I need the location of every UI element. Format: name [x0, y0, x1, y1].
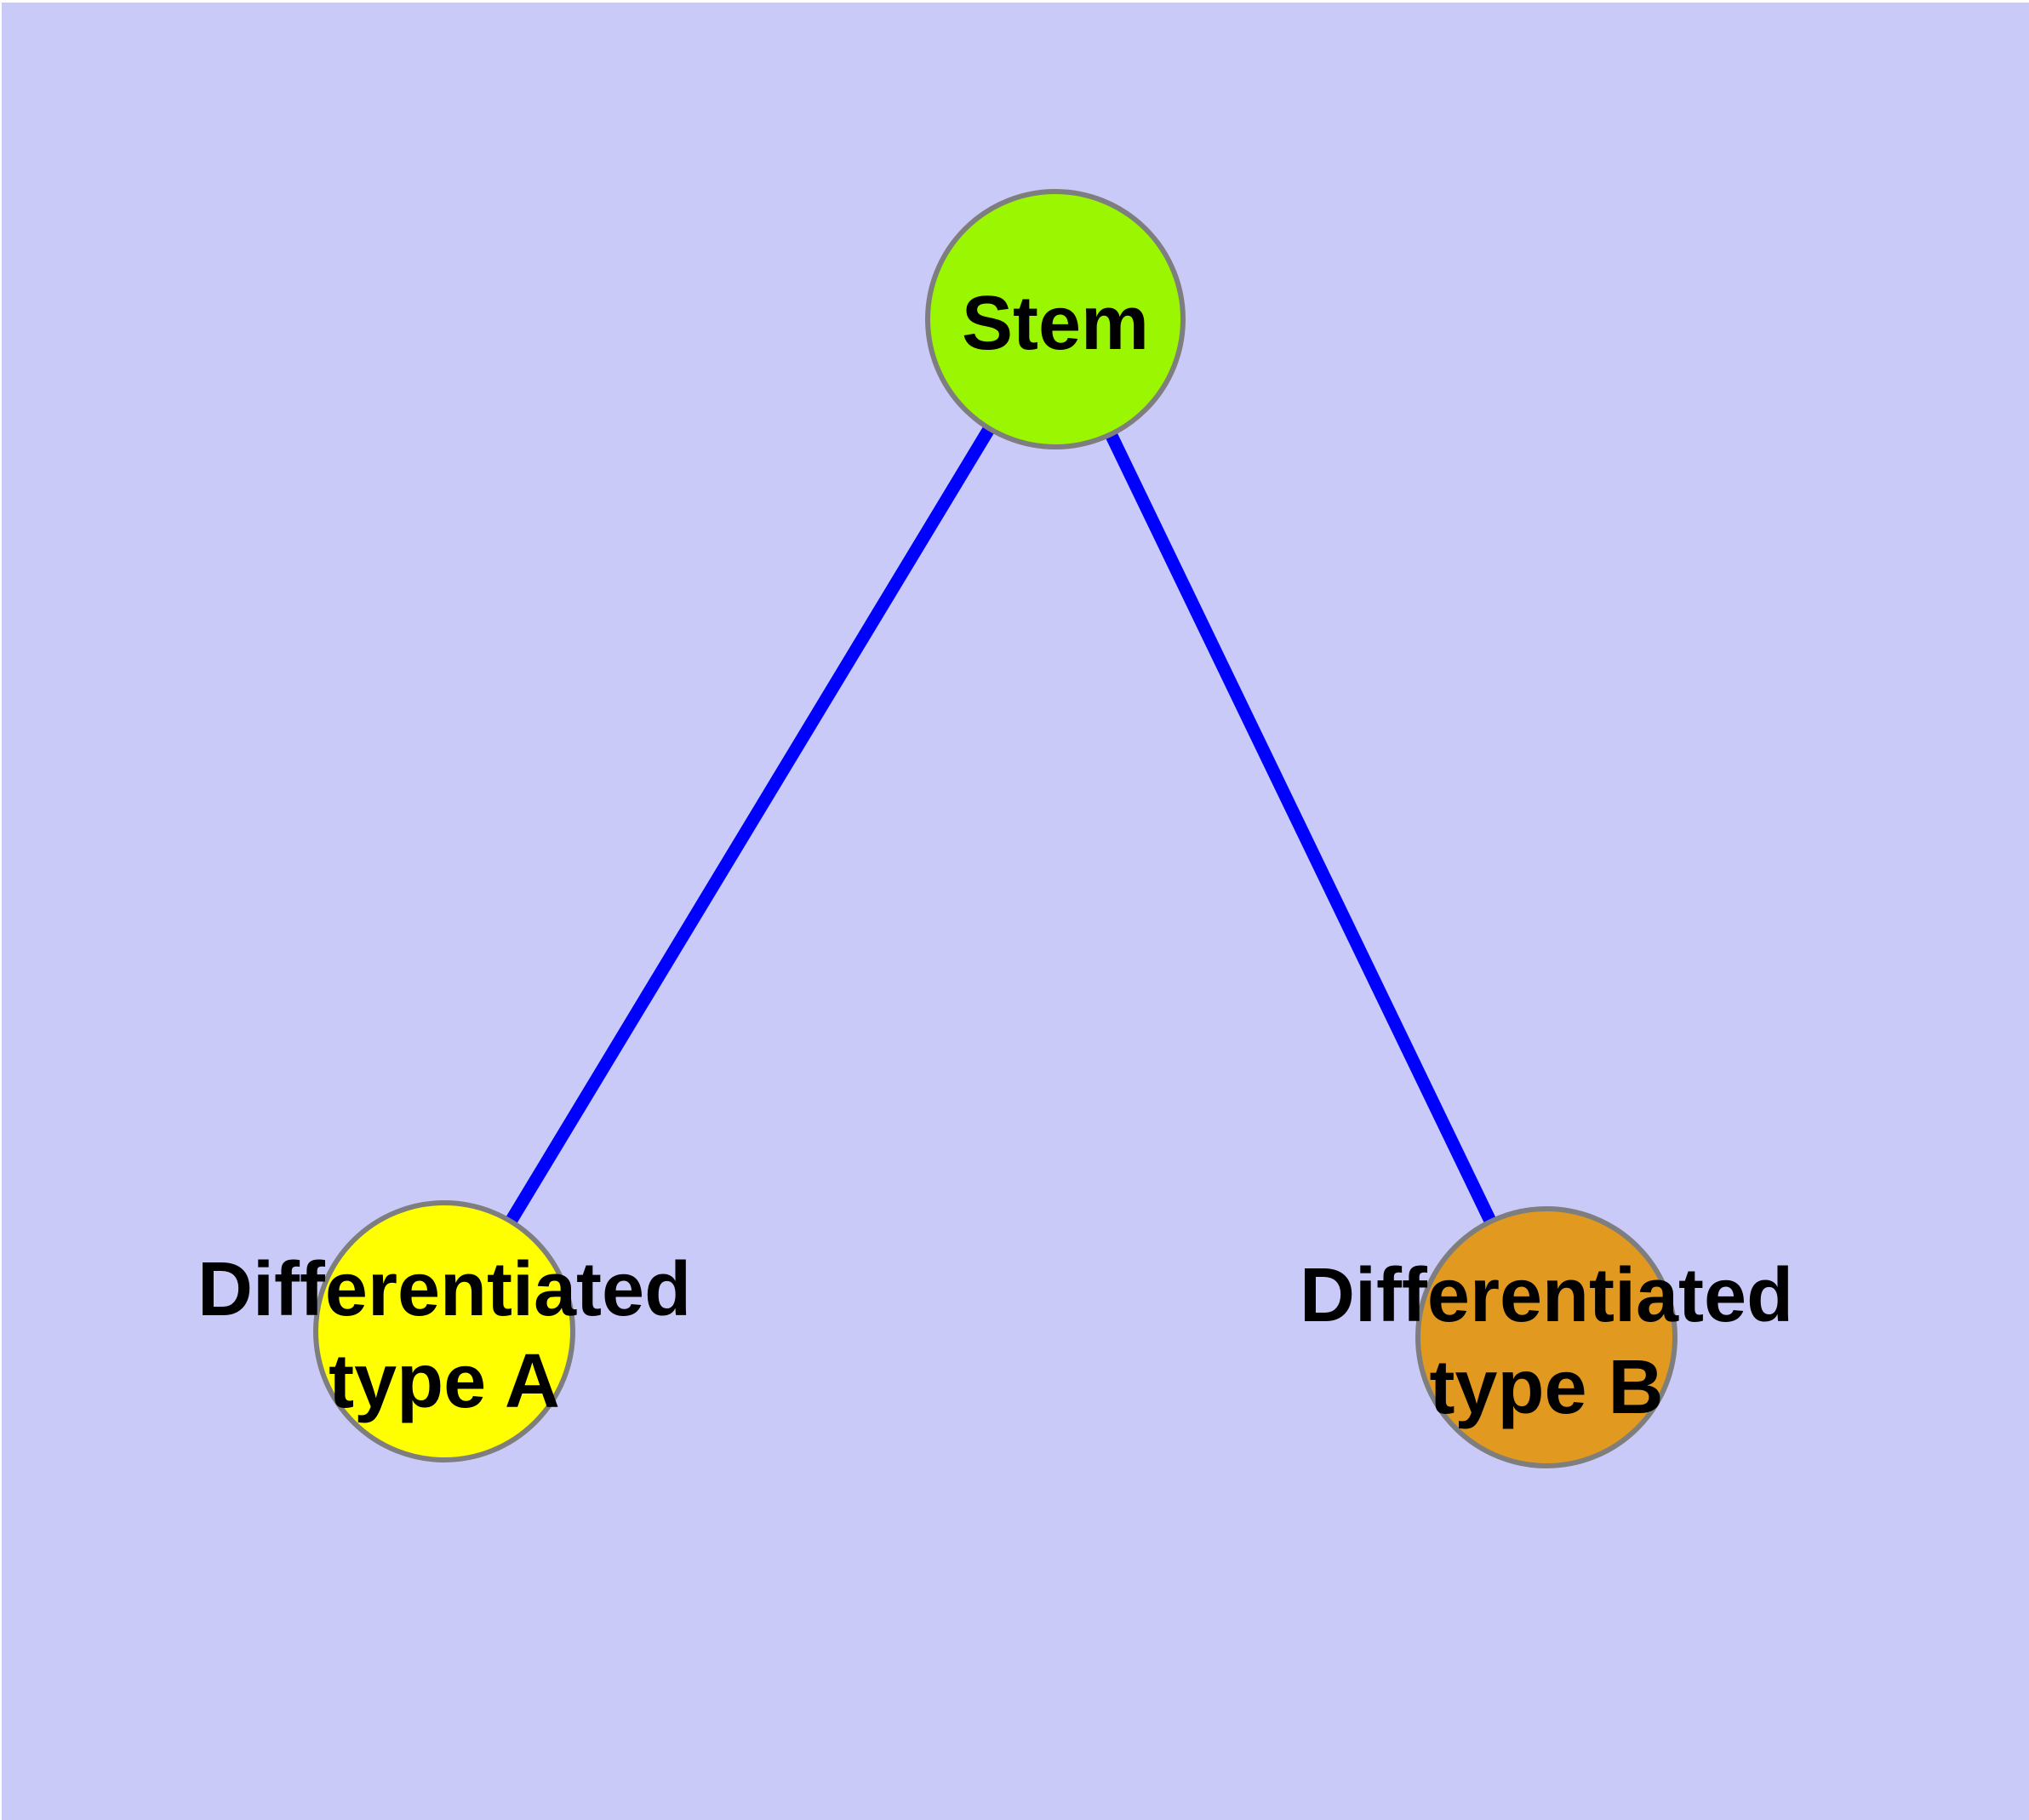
- edge-stem-to-type-b: [1049, 316, 1552, 1341]
- edge-stem-to-type-a: [438, 316, 1061, 1335]
- canvas-left-margin: [0, 0, 2, 1820]
- node-differentiated-type-b: [1415, 1206, 1677, 1468]
- node-differentiated-type-a: [313, 1200, 575, 1462]
- nodes-layer: [313, 189, 1677, 1468]
- edges-layer: [438, 316, 1552, 1341]
- canvas-top-margin: [0, 0, 2029, 3]
- node-stem: [925, 189, 1186, 449]
